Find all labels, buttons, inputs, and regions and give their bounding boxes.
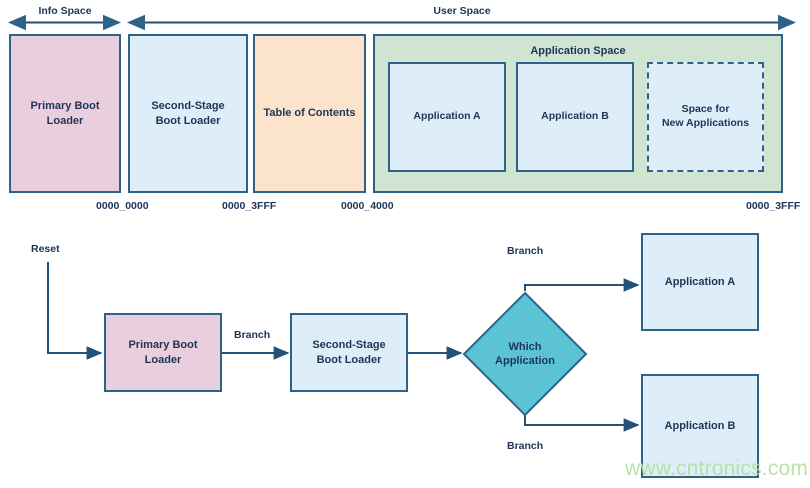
flow-node-line2: Boot Loader [316, 353, 382, 366]
edge-label-branch-2: Branch [507, 245, 544, 257]
memory-block-primary-boot-loader: Primary Boot Loader [9, 34, 121, 193]
item-line2: New Applications [661, 117, 750, 129]
memory-block-line1: Table of Contents [263, 107, 356, 120]
application-space-label: Application Space [530, 45, 626, 57]
application-space-item-application-a: Application A [388, 62, 506, 172]
memory-block-second-stage-boot-loader: Second-Stage Boot Loader [128, 34, 248, 193]
memory-block-line2: Boot Loader [155, 114, 221, 127]
flow-node-primary-boot-loader: Primary Boot Loader [104, 313, 222, 392]
flow-node-second-stage-boot-loader: Second-Stage Boot Loader [290, 313, 408, 392]
flow-start-label-reset: Reset [31, 243, 60, 255]
memory-block-table-of-contents: Table of Contents [253, 34, 366, 193]
flow-node-application-b: Application B [641, 374, 759, 478]
application-space-item-space-for-new-applications: Space for New Applications [647, 62, 764, 172]
application-space-item-application-b: Application B [516, 62, 634, 172]
flow-node-line1: Second-Stage [312, 338, 386, 351]
memory-block-line2: Loader [46, 114, 84, 127]
address-label-3: 0000_3FFF [746, 200, 801, 212]
flow-node-line1: Primary Boot [128, 338, 198, 351]
item-line1: Application A [413, 110, 481, 123]
flow-node-application-a: Application A [641, 233, 759, 331]
memory-block-line1: Primary Boot [30, 99, 100, 112]
item-line1: Space for [681, 103, 730, 116]
memory-block-line1: Second-Stage [151, 99, 225, 112]
edge-label-branch-3: Branch [507, 440, 544, 452]
flow-node-line1: Application B [664, 419, 736, 432]
flow-node-which-application: Which Application [462, 291, 588, 417]
span-label-info-space: Info Space [38, 5, 92, 17]
flow-node-line1: Application A [664, 275, 736, 288]
flow-node-line2: Loader [144, 353, 182, 366]
address-label-0: 0000_0000 [96, 200, 149, 212]
address-label-2: 0000_4000 [341, 200, 394, 212]
edge-label-branch-1: Branch [234, 329, 271, 341]
watermark: www.cntronics.com [625, 457, 809, 480]
span-label-user-space: User Space [433, 5, 491, 17]
address-label-1: 0000_3FFF [222, 200, 277, 212]
diamond-shape [462, 291, 588, 417]
item-line1: Application B [541, 110, 609, 123]
